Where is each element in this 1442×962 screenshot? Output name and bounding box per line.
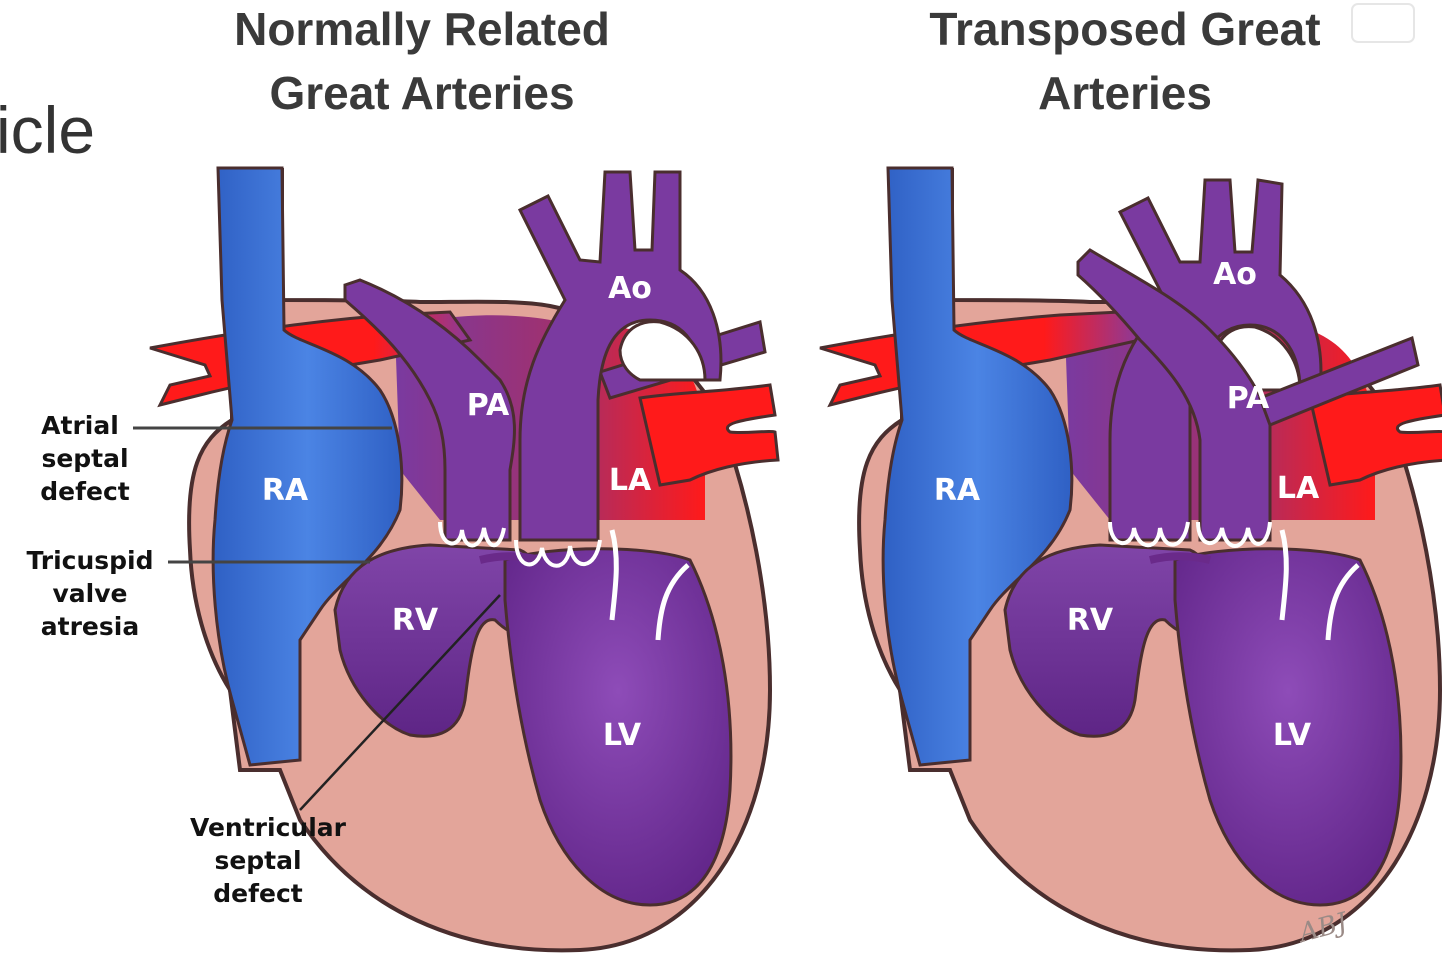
label-la: LA — [609, 463, 652, 498]
callout-line: valve — [53, 579, 128, 608]
callout-line: septal — [41, 444, 128, 473]
label-lv: LV — [1273, 718, 1312, 753]
callout-tricuspid-valve-atresia: Tricuspid valve atresia — [26, 546, 153, 641]
panel-normal: RA RV LV LA PA Ao Atrial septal defect T… — [26, 168, 778, 950]
label-ra: RA — [934, 473, 981, 508]
label-pa: PA — [1227, 381, 1270, 416]
callout-line: defect — [40, 477, 130, 506]
label-ra: RA — [262, 473, 309, 508]
panel-transposed: RA RV LV LA PA Ao ABJ — [820, 168, 1442, 950]
label-la: LA — [1277, 471, 1320, 506]
callout-line: septal — [214, 846, 301, 875]
label-ao: Ao — [1213, 257, 1257, 292]
callout-ventricular-septal-defect: Ventricular septal defect — [190, 813, 347, 908]
label-lv: LV — [603, 718, 642, 753]
callout-line: Ventricular — [190, 813, 347, 842]
callout-atrial-septal-defect: Atrial septal defect — [40, 411, 130, 506]
callout-line: atresia — [41, 612, 139, 641]
callout-line: Tricuspid — [26, 546, 153, 575]
corner-frame — [1352, 4, 1414, 42]
label-pa: PA — [467, 388, 510, 423]
callout-line: Atrial — [41, 411, 119, 440]
label-rv: RV — [392, 603, 439, 638]
label-ao: Ao — [608, 271, 652, 306]
label-rv: RV — [1067, 603, 1114, 638]
callout-line: defect — [213, 879, 303, 908]
